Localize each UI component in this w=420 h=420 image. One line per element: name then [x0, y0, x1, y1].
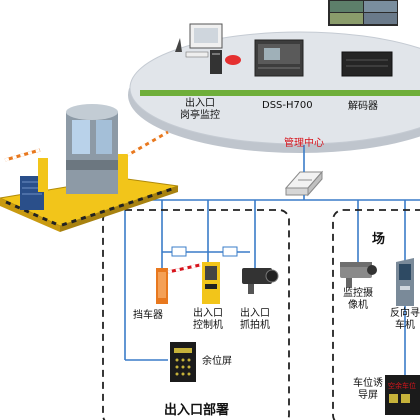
video-wall-icon: [328, 0, 398, 26]
workstation-icon: [175, 23, 241, 74]
barrier-gate-label: 挡车器: [133, 310, 163, 321]
dss-server-icon: [254, 39, 304, 77]
entrance-deployment-frame: [102, 209, 290, 420]
monitor-camera-label: 监控摄 像机: [343, 288, 373, 311]
guidance-screen-display: 空余车位: [388, 381, 416, 390]
capture-camera-icon: [242, 268, 279, 294]
capture-camera-label: 出入口 抓拍机: [240, 308, 270, 331]
remaining-space-screen-icon: [170, 342, 196, 382]
parking-deployment-frame: [332, 209, 420, 420]
guidance-screen-label: 车位诱 导屏: [353, 378, 383, 401]
entry-booth-label: 出入口 岗亭监控: [180, 98, 220, 121]
parking-deployment-title: 场: [372, 232, 386, 247]
management-center-label: 管理中心: [284, 138, 324, 149]
entrance-gate-illustration: [0, 104, 179, 232]
remaining-screen-label: 余位屏: [202, 356, 232, 367]
entrance-deployment-title: 出入口部署: [164, 403, 230, 418]
link-connector: [222, 246, 238, 257]
decoder-label: 解码器: [348, 101, 378, 112]
network-switch-icon: [284, 170, 324, 197]
entrance-controller-icon: [202, 262, 220, 304]
network-bar: [140, 90, 420, 96]
dss-server-label: DSS-H700: [262, 100, 313, 111]
link-connector: [171, 246, 187, 257]
barrier-gate-icon: [156, 263, 201, 304]
entrance-controller-label: 出入口 控制机: [193, 308, 223, 331]
decoder-icon: [341, 51, 393, 77]
reverse-finder-label: 反向寻 车机: [390, 308, 420, 331]
parking-guidance-screen-icon: 空余车位: [385, 375, 420, 415]
monitor-camera-icon: [340, 262, 377, 288]
reverse-car-finder-icon: [396, 258, 414, 306]
link-lines: [124, 145, 420, 375]
